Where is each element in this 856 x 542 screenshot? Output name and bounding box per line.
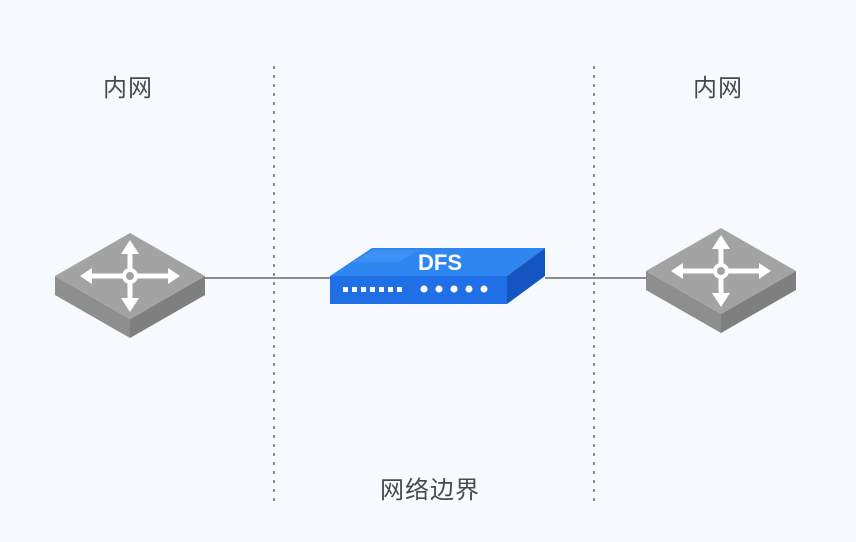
device-label: DFS (418, 250, 462, 275)
switch-icon (55, 233, 205, 338)
switch-icon (646, 228, 796, 333)
internal-network-label-left: 内网 (103, 74, 153, 102)
internal-network-label-right: 内网 (693, 74, 743, 102)
firewall-appliance-icon: DFS (330, 248, 545, 304)
network-boundary-label: 网络边界 (380, 476, 480, 504)
